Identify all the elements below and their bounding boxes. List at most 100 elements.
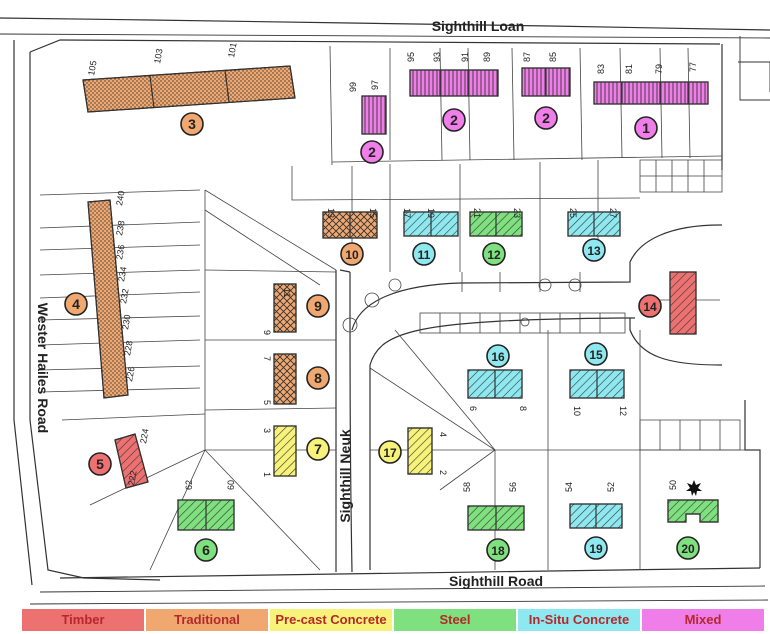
marker-label: 11 [418,248,431,262]
marker-m12: 12 [482,242,506,266]
house-number: 240 [114,190,126,207]
house-number: 1 [262,472,272,477]
marker-circle [634,116,658,140]
house-number: 12 [618,406,628,416]
house-number: 7 [262,356,272,361]
house-number: 81 [624,64,634,74]
street-label-north: Sighthill Loan [432,18,525,34]
house-number: 222 [126,470,138,487]
marker-m4: 4 [64,292,88,316]
house-number: 25 [568,208,578,218]
house-number: 5 [262,400,272,405]
house-number: 62 [184,480,194,490]
marker-circle [584,536,608,560]
marker-label: 1 [642,120,650,136]
house-number: 230 [120,314,132,331]
marker-circle [194,538,218,562]
house-number: 236 [114,244,126,261]
marker-circle [638,294,662,318]
building-20 [667,499,719,523]
marker-m7: 7 [306,437,330,461]
marker-circle [584,342,608,366]
marker-m9: 9 [306,294,330,318]
marker-m16: 16 [486,344,510,368]
house-number: 15 [368,208,378,218]
building-7 [273,425,297,477]
house-number: 79 [654,64,664,74]
house-number: 77 [688,62,698,72]
building-19 [569,503,623,529]
marker-circle [340,242,364,266]
building-18 [467,505,525,531]
marker-circle [412,242,436,266]
house-number: 238 [114,220,126,237]
house-number: 234 [116,266,128,283]
building-5 [114,433,149,489]
street-label-south: Sighthill Road [449,573,543,589]
house-number: 13 [326,208,336,218]
legend-item-0: Timber [22,609,144,631]
marker-m1: 1 [634,116,658,140]
marker-label: 4 [72,296,80,312]
marker-circle [486,344,510,368]
building-6 [177,499,235,531]
marker-m14: 14 [638,294,662,318]
marker-label: 9 [314,298,322,314]
marker-circle [306,294,330,318]
house-number: 50 [668,480,678,490]
house-number: 224 [138,428,150,445]
legend-item-5: Mixed [642,609,764,631]
house-number: 21 [472,208,482,218]
marker-label: 14 [643,300,657,314]
building-2-middle [409,69,499,97]
marker-m3: 3 [180,112,204,136]
house-number: 58 [462,482,472,492]
star-icon [686,480,702,496]
marker-circle [64,292,88,316]
marker-m2b: 2 [442,108,466,132]
marker-label: 15 [589,348,603,362]
building-1 [593,81,709,105]
building-4 [87,199,129,399]
marker-label: 2 [450,112,458,128]
building-10 [322,211,378,239]
house-number: 105 [86,60,98,77]
marker-m18: 18 [486,538,510,562]
house-number: 10 [572,406,582,416]
marker-label: 2 [368,144,376,160]
house-number: 52 [606,482,616,492]
marker-circle [378,440,402,464]
marker-circle [482,242,506,266]
house-number: 226 [124,366,136,383]
marker-circle [442,108,466,132]
house-number: 4 [438,432,448,437]
house-number: 99 [348,82,358,92]
street-label-middle: Sighthill Neuk [337,429,353,523]
marker-circle [180,112,204,136]
house-number: 85 [548,52,558,62]
house-number: 103 [152,48,164,65]
house-number: 232 [118,288,130,305]
house-number: 91 [460,52,470,62]
house-number: 3 [262,428,272,433]
building-2-west [361,95,387,135]
marker-label: 6 [202,542,210,558]
house-number: 101 [226,42,238,59]
house-number: 89 [482,52,492,62]
legend-item-1: Traditional [146,609,268,631]
marker-label: 7 [314,441,322,457]
plot-boundaries [39,45,760,571]
buildings [82,65,719,531]
marker-circle [306,366,330,390]
building-12 [469,211,523,237]
marker-m13: 13 [582,238,606,262]
marker-m11: 11 [412,242,436,266]
legend-item-4: In-Situ Concrete [518,609,640,631]
house-number: 83 [596,64,606,74]
house-number: 87 [522,52,532,62]
marker-circle [676,536,700,560]
house-number: 60 [226,480,236,490]
marker-m20: 20 [676,536,700,560]
